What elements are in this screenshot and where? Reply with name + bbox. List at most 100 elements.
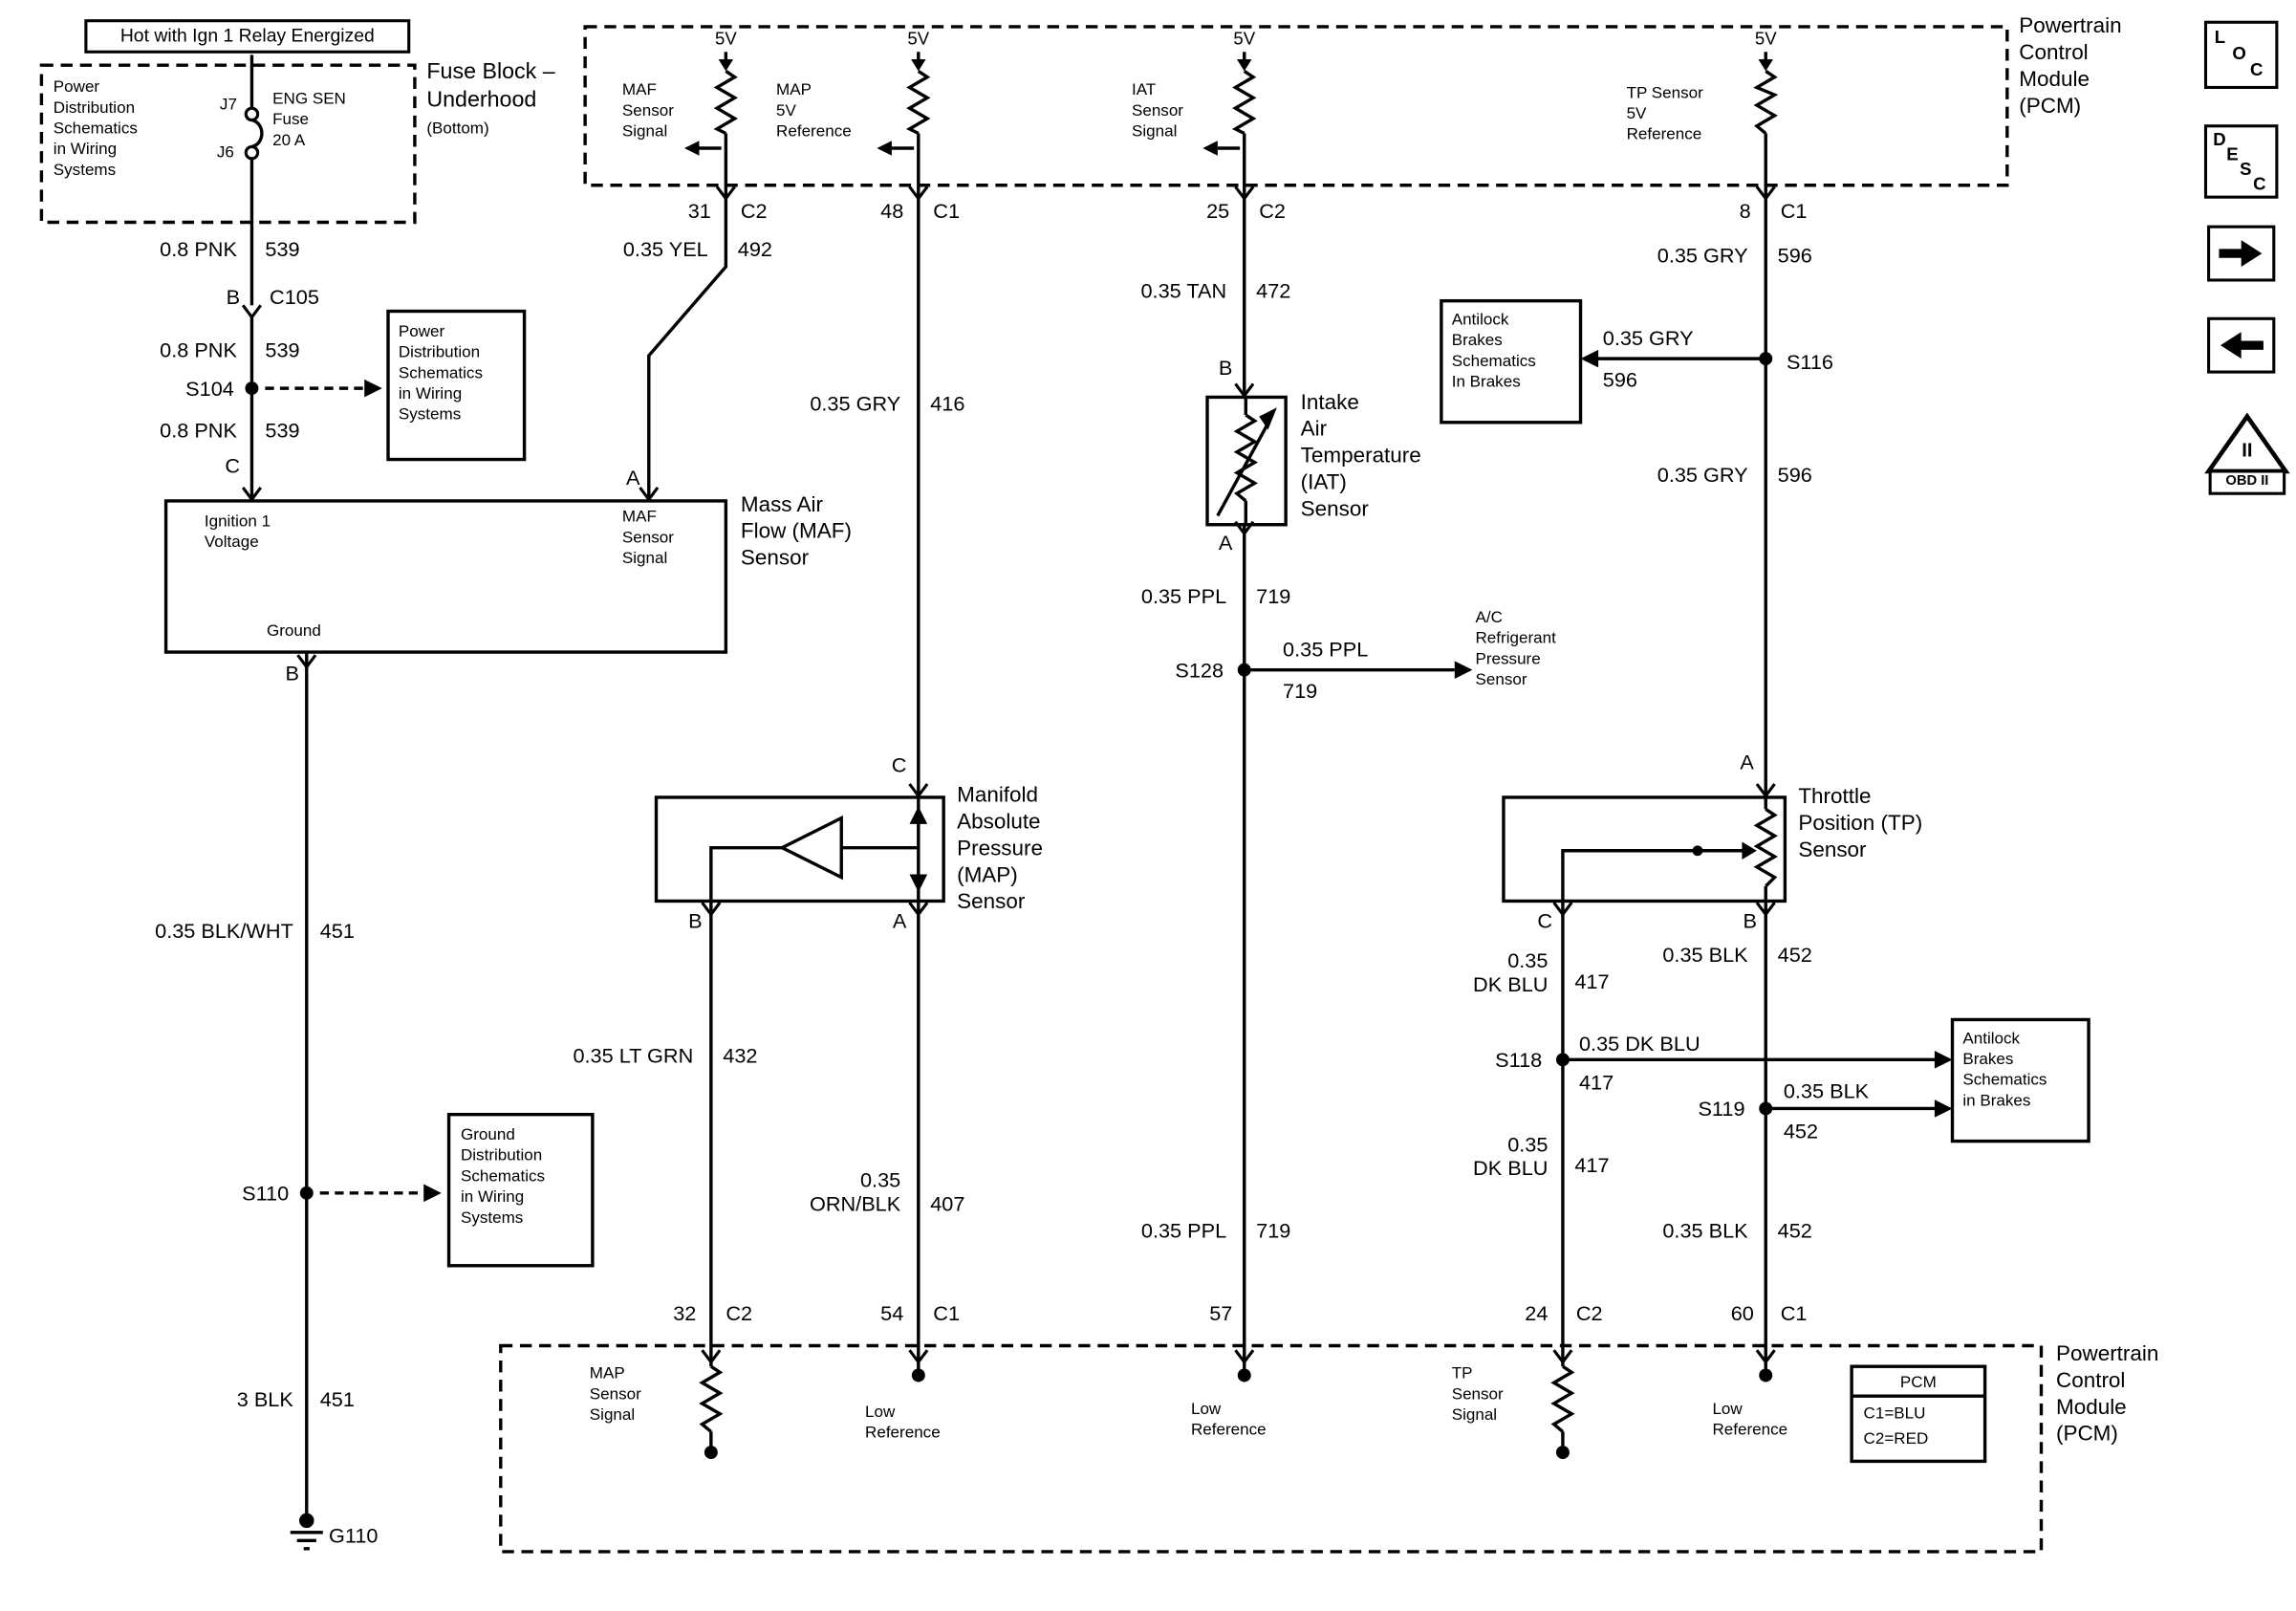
fuse-name: ENG SEN Fuse 20 A <box>272 90 346 150</box>
wire-circuit-label: 492 <box>737 237 772 261</box>
wire-circuit-label: 472 <box>1256 278 1291 303</box>
s119-splice <box>1759 1101 1773 1116</box>
connector-pin-b: B <box>226 284 241 309</box>
splice-s118-label: S118 <box>1495 1047 1543 1072</box>
tp-sensor-box <box>1502 795 1787 903</box>
desc-letter: S <box>2240 158 2252 180</box>
wire-circuit-label: 719 <box>1256 583 1291 608</box>
wire-color-label: 0.35 DK BLU <box>1578 1031 1700 1056</box>
wire-circuit-label: 596 <box>1602 367 1637 392</box>
next-button[interactable] <box>2207 225 2276 282</box>
fuse-terminals <box>244 106 260 161</box>
pcm-iat-signal-label: IAT Sensor Signal <box>1131 81 1183 142</box>
wire-color-label: 0.35 TAN <box>1140 278 1227 303</box>
iat-thermistor-icon <box>1233 413 1258 503</box>
wire-color-label: 0.35 GRY <box>810 391 901 416</box>
terminal-48: 48 <box>880 198 904 223</box>
loc-button[interactable]: L O C <box>2203 20 2279 90</box>
g110-ground-icon <box>290 1531 323 1551</box>
pcm-legend-box <box>1850 1364 1987 1464</box>
wire-circuit-label: 596 <box>1777 243 1812 268</box>
wire-color-label: 0.35 LT GRN <box>573 1043 694 1068</box>
maf-pullup-resistor-icon <box>713 69 739 136</box>
terminal-8-conn: C1 <box>1780 198 1808 223</box>
pcm-low-ref-label: Low Reference <box>1190 1400 1267 1440</box>
wire-color-label: 0.35 YEL <box>622 237 708 261</box>
low-ref-dot-2 <box>1237 1368 1251 1382</box>
fuse-element <box>250 118 264 149</box>
map-up-arrow <box>909 806 928 824</box>
splice-s119-label: S119 <box>1698 1097 1745 1121</box>
fuse-block-box <box>39 63 417 225</box>
terminal-31: 31 <box>687 198 711 223</box>
maf-ground-label: Ground <box>266 622 321 641</box>
s110-arrow <box>423 1184 442 1203</box>
desc-letter: E <box>2226 143 2239 165</box>
tp-pin-b: B <box>1743 908 1757 933</box>
5v-label: 5V <box>1233 28 1256 50</box>
wire-circuit-label: 417 <box>1574 969 1610 993</box>
wire-circuit-label: 452 <box>1777 942 1812 967</box>
pcm-tp-ref-label: TP Sensor 5V Reference <box>1626 84 1703 144</box>
map-signal-resistor-icon <box>699 1364 724 1433</box>
wire-circuit-label: 452 <box>1777 1218 1812 1242</box>
s118-splice <box>1555 1053 1570 1067</box>
pcm-maf-signal-label: MAF Sensor Signal <box>621 81 674 142</box>
wire-circuit-label: 451 <box>319 1386 355 1411</box>
obd2-numeral: II <box>2242 438 2253 462</box>
map-down-arrow <box>909 874 928 893</box>
wire-color-label: 0.35 GRY <box>1657 462 1748 487</box>
iat-pullup-resistor-icon <box>1231 69 1257 136</box>
wire-circuit-label: 417 <box>1578 1070 1614 1094</box>
iat-pin-b: B <box>1218 356 1233 380</box>
map-ref-resistor-icon <box>905 69 931 136</box>
tp-wiper-arrow <box>1742 841 1757 860</box>
map-pin-c: C <box>891 752 907 777</box>
hot-banner: Hot with Ign 1 Relay Energized <box>84 19 411 54</box>
pcm-top-title: Powertrain Control Module (PCM) <box>2019 14 2122 119</box>
pcm-low-ref-label: Low Reference <box>865 1403 941 1443</box>
wire-color-label: 0.35 DK BLU <box>1473 948 1549 997</box>
terminal-31-conn: C2 <box>740 198 768 223</box>
wire-circuit-label: 432 <box>723 1043 758 1068</box>
ac-refrigerant-label: A/C Refrigerant Pressure Sensor <box>1475 609 1556 690</box>
s119-arrow <box>1934 1099 1953 1118</box>
pcm-map-signal-label: MAP Sensor Signal <box>589 1364 641 1425</box>
obd2-label: OBD II <box>2225 472 2269 490</box>
map-signal-end-dot <box>704 1446 718 1460</box>
5v-label: 5V <box>1754 28 1777 50</box>
desc-letter: D <box>2213 128 2226 150</box>
wire-circuit-label: 539 <box>265 337 300 362</box>
tp-pin-a: A <box>1740 750 1754 774</box>
g110-ground <box>299 1513 314 1529</box>
tp-signal-resistor-icon <box>1550 1364 1575 1433</box>
s128-splice <box>1237 663 1251 677</box>
tp-ref-resistor-icon <box>1753 69 1779 135</box>
antilock-box-2 <box>1950 1017 2090 1143</box>
wire-color-label: 0.35 DK BLU <box>1473 1132 1549 1181</box>
maf-signal-label: MAF Sensor Signal <box>621 508 674 568</box>
fuse-block-note: Power Distribution Schematics in Wiring … <box>53 78 138 181</box>
obd2-triangle-icon <box>2204 412 2290 495</box>
wire-circuit-label: 452 <box>1783 1119 1819 1143</box>
wire-circuit-label: 719 <box>1283 678 1318 703</box>
maf-pin-b: B <box>285 661 300 686</box>
loc-letter: C <box>2249 59 2264 80</box>
desc-button[interactable]: D E S C <box>2203 124 2279 199</box>
pcm-legend-c1: C1=BLU <box>1863 1404 1926 1424</box>
wire-color-label: 0.35 PPL <box>1283 637 1369 662</box>
wires <box>249 52 1939 1551</box>
pcm-low-ref-label: Low Reference <box>1712 1400 1788 1440</box>
desc-letter: C <box>2253 173 2266 195</box>
iat-thermistor-arrow <box>1216 417 1273 517</box>
wire-color-label: 0.8 PNK <box>160 337 237 362</box>
wire-color-label: 0.35 BLK/WHT <box>155 919 293 943</box>
power-dist-note: Power Distribution Schematics in Wiring … <box>398 322 483 425</box>
map-sensor-box <box>654 795 945 903</box>
component-boxes <box>163 298 2090 1464</box>
back-button[interactable] <box>2207 316 2276 374</box>
maf-sensor-box <box>163 499 728 654</box>
